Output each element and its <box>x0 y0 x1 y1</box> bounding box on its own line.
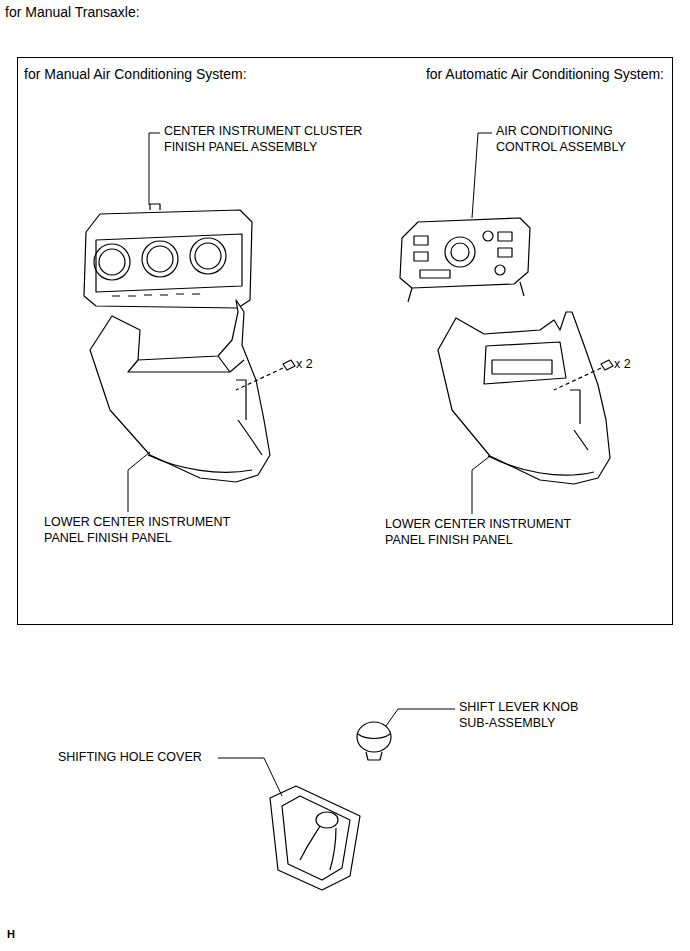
part-name: SHIFTING HOLE COVER <box>58 750 228 766</box>
part-name: AIR CONDITIONING CONTROL ASSEMBLY <box>496 124 656 155</box>
part-name: LOWER CENTER INSTRUMENT PANEL FINISH PAN… <box>44 515 264 546</box>
section-title: for Manual Transaxle: <box>5 4 140 22</box>
part-name: LOWER CENTER INSTRUMENT PANEL FINISH PAN… <box>385 517 605 548</box>
quantity: x 2 <box>614 357 654 373</box>
variant-heading: for Automatic Air Conditioning System: <box>426 66 664 84</box>
part-name: SHIFT LEVER KNOB SUB-ASSEMBLY <box>459 700 609 731</box>
variant-heading: for Manual Air Conditioning System: <box>24 66 247 84</box>
figure-code: H <box>7 928 27 942</box>
quantity: x 2 <box>296 357 336 373</box>
part-name: CENTER INSTRUMENT CLUSTER FINISH PANEL A… <box>164 124 364 155</box>
